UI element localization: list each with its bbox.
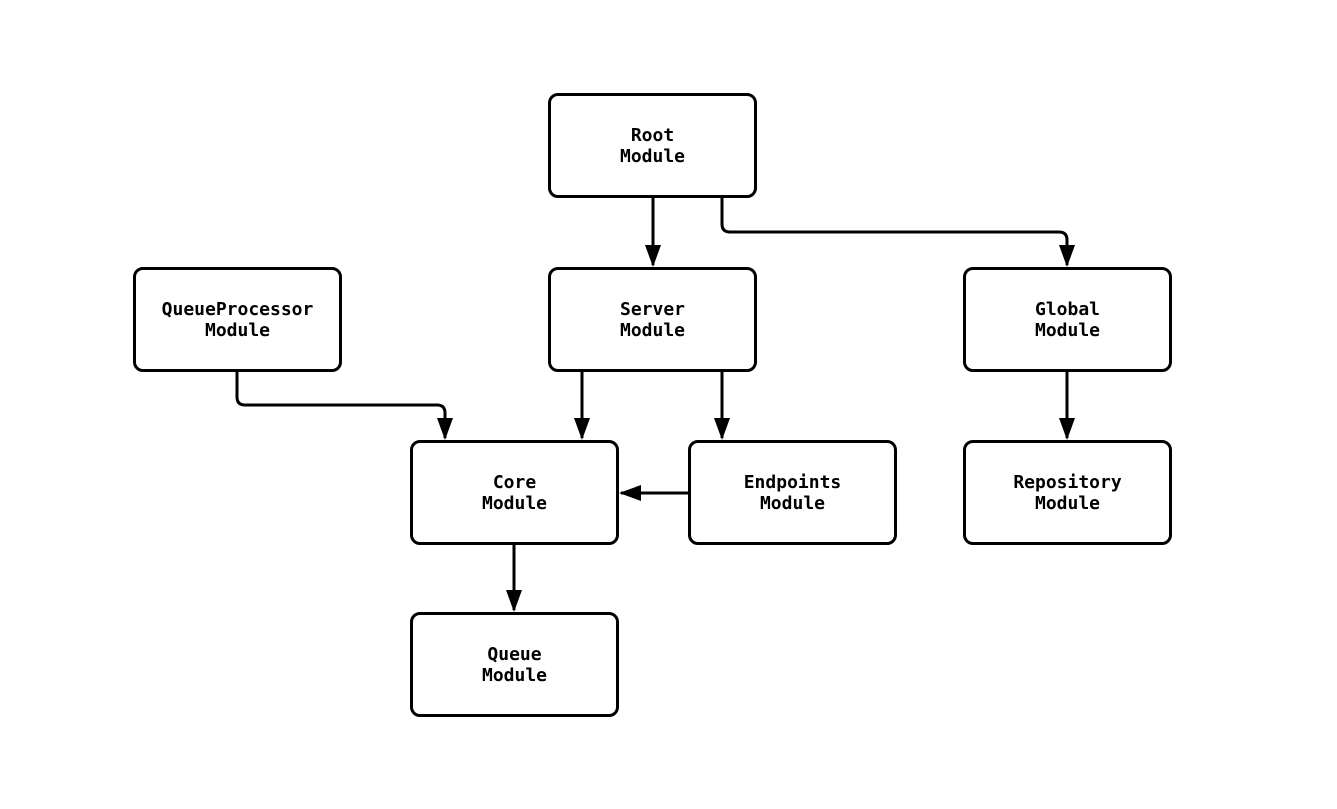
- node-root-module: Root Module: [548, 93, 757, 198]
- node-core-module: Core Module: [410, 440, 619, 545]
- node-queue-module: Queue Module: [410, 612, 619, 717]
- node-queue-module-label: Queue Module: [481, 643, 548, 686]
- node-repository-module: Repository Module: [963, 440, 1172, 545]
- edge-queueprocessor-to-core: [235, 372, 453, 440]
- node-global-module: Global Module: [963, 267, 1172, 372]
- node-repository-module-label: Repository Module: [1013, 471, 1122, 514]
- node-queueprocessor-module: QueueProcessor Module: [133, 267, 342, 372]
- node-queueprocessor-module-label: QueueProcessor Module: [161, 298, 314, 341]
- node-root-module-label: Root Module: [619, 124, 686, 167]
- node-endpoints-module-label: Endpoints Module: [743, 471, 842, 514]
- node-core-module-label: Core Module: [481, 471, 548, 514]
- node-server-module: Server Module: [548, 267, 757, 372]
- edge-root-to-global: [720, 198, 1075, 267]
- node-global-module-label: Global Module: [1034, 298, 1101, 341]
- node-server-module-label: Server Module: [619, 298, 686, 341]
- node-endpoints-module: Endpoints Module: [688, 440, 897, 545]
